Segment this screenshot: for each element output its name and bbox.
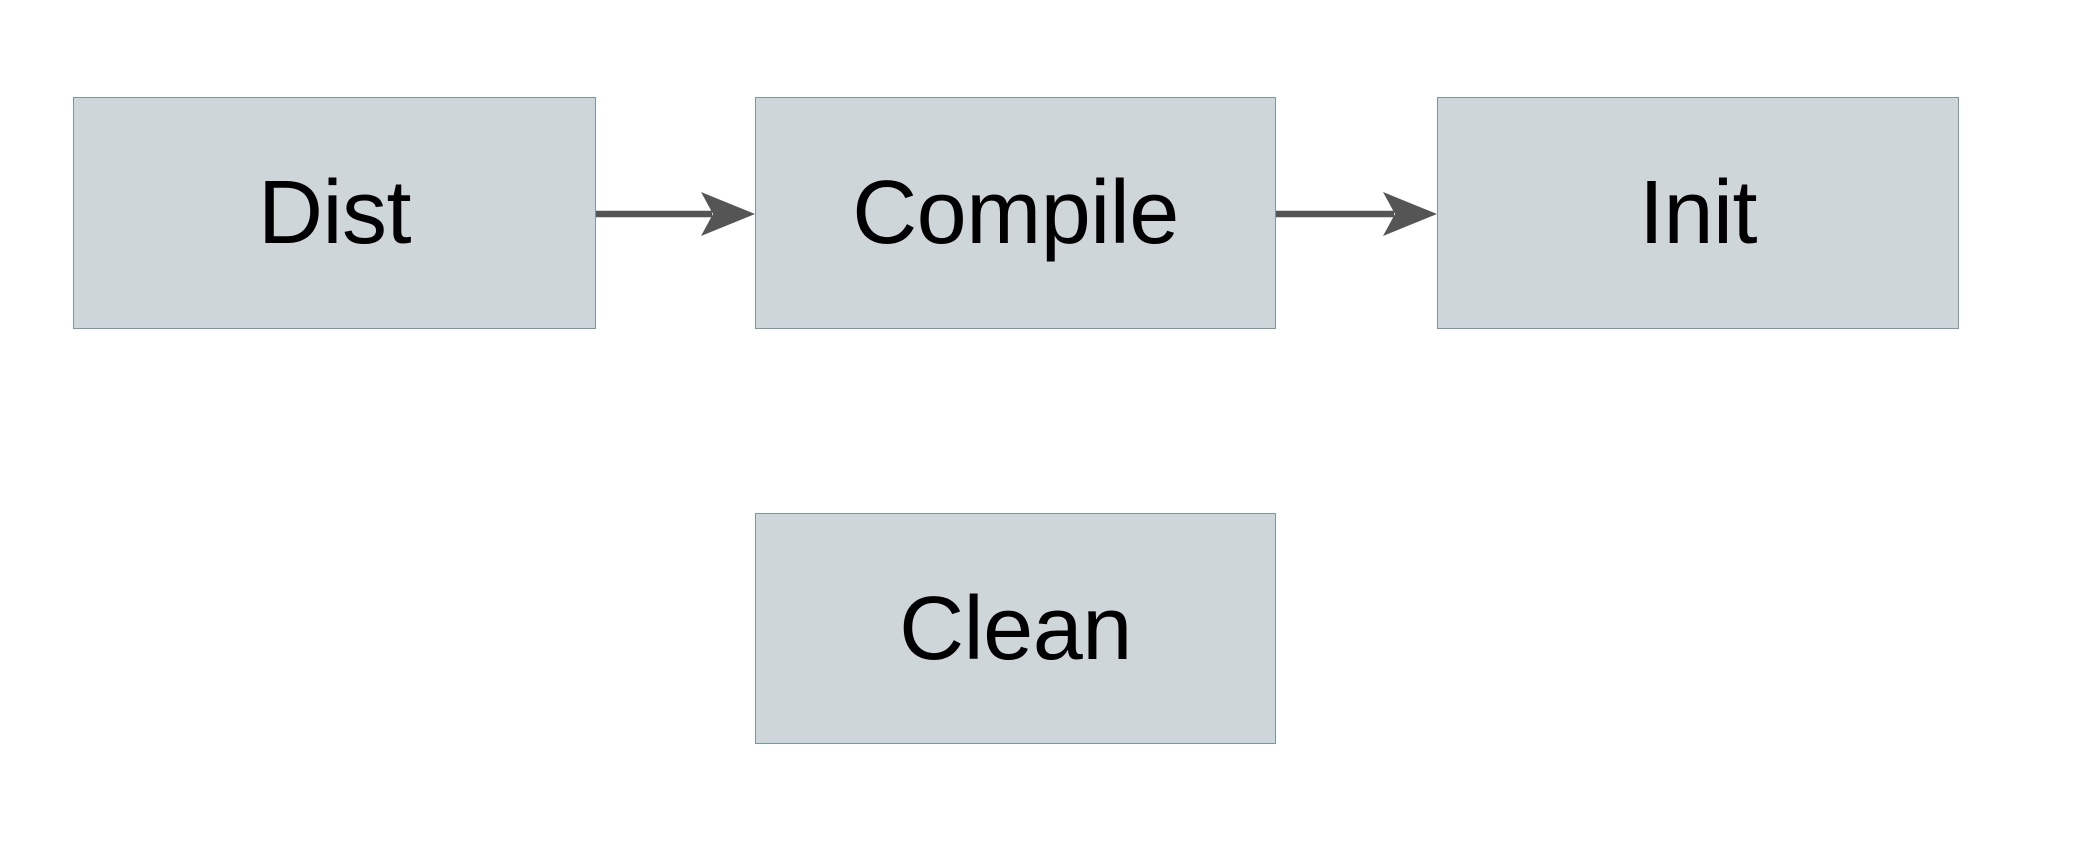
node-init-label: Init: [1638, 163, 1758, 263]
node-clean-label: Clean: [899, 578, 1132, 679]
edge-compile-to-init[interactable]: [1276, 192, 1437, 236]
node-dist[interactable]: Dist: [73, 97, 596, 329]
arrowhead-dist-to-compile: [701, 192, 755, 236]
node-clean[interactable]: Clean: [755, 513, 1276, 744]
node-init[interactable]: Init: [1437, 97, 1959, 329]
arrowhead-compile-to-init: [1383, 192, 1437, 236]
node-compile[interactable]: Compile: [755, 97, 1276, 329]
node-compile-label: Compile: [852, 163, 1179, 263]
node-dist-label: Dist: [258, 163, 412, 263]
